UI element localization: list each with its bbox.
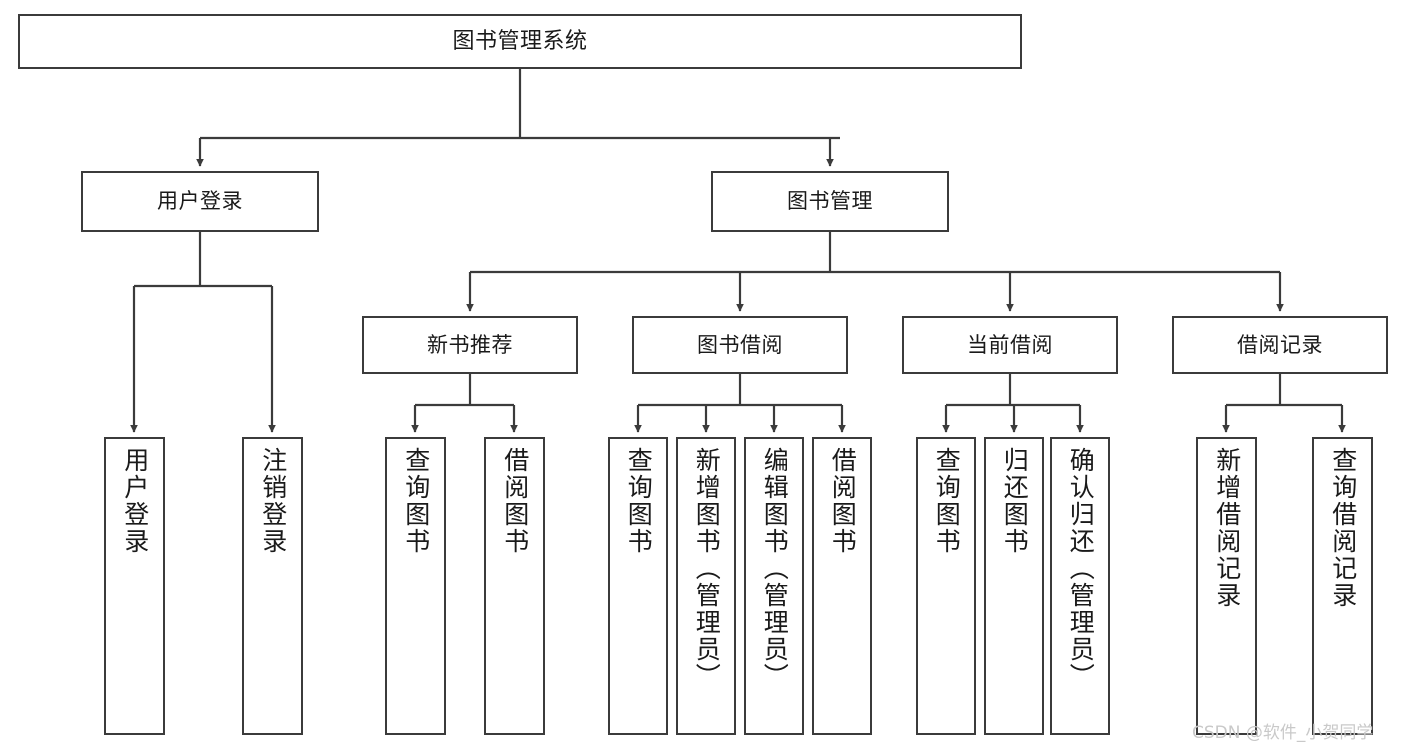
node-book-borrow-label: 图书借阅 <box>697 332 783 357</box>
node-new-book-rec-label: 新书推荐 <box>427 332 513 357</box>
node-book-manage[interactable]: 图书管理 <box>711 171 949 232</box>
node-leaf-add-record[interactable]: 新增借阅记录 <box>1196 437 1257 735</box>
node-leaf-query-book-1[interactable]: 查询图书 <box>385 437 446 735</box>
node-user-login-label: 用户登录 <box>157 189 243 214</box>
node-leaf-edit-book-label: 编辑图书（管理员） <box>760 447 790 690</box>
node-leaf-query-book-3-label: 查询图书 <box>932 447 962 555</box>
node-leaf-query-book-1-label: 查询图书 <box>401 447 431 555</box>
node-leaf-query-book-2-label: 查询图书 <box>624 447 654 555</box>
node-leaf-query-book-2[interactable]: 查询图书 <box>608 437 668 735</box>
node-borrow-record-label: 借阅记录 <box>1237 332 1323 357</box>
node-leaf-borrow-book-2-label: 借阅图书 <box>828 447 858 555</box>
node-borrow-record[interactable]: 借阅记录 <box>1172 316 1388 374</box>
node-leaf-user-login-label: 用户登录 <box>120 447 150 555</box>
node-new-book-rec[interactable]: 新书推荐 <box>362 316 578 374</box>
node-leaf-borrow-book-2[interactable]: 借阅图书 <box>812 437 872 735</box>
node-leaf-borrow-book-1[interactable]: 借阅图书 <box>484 437 545 735</box>
node-leaf-query-record-label: 查询借阅记录 <box>1328 447 1358 609</box>
node-user-login[interactable]: 用户登录 <box>81 171 319 232</box>
node-leaf-user-logout-label: 注销登录 <box>258 447 288 555</box>
csdn-watermark: CSDN @软件_小贺同学 <box>1192 723 1374 743</box>
node-leaf-add-record-label: 新增借阅记录 <box>1212 447 1242 609</box>
node-leaf-add-book[interactable]: 新增图书（管理员） <box>676 437 736 735</box>
node-root[interactable]: 图书管理系统 <box>18 14 1022 69</box>
node-leaf-confirm-return-label: 确认归还（管理员） <box>1066 447 1096 690</box>
node-leaf-user-login[interactable]: 用户登录 <box>104 437 165 735</box>
node-leaf-return-book-label: 归还图书 <box>1000 447 1030 555</box>
node-leaf-add-book-label: 新增图书（管理员） <box>692 447 722 690</box>
node-book-manage-label: 图书管理 <box>787 189 873 214</box>
node-leaf-user-logout[interactable]: 注销登录 <box>242 437 303 735</box>
node-current-borrow-label: 当前借阅 <box>967 332 1053 357</box>
node-book-borrow[interactable]: 图书借阅 <box>632 316 848 374</box>
node-leaf-confirm-return[interactable]: 确认归还（管理员） <box>1050 437 1110 735</box>
node-leaf-edit-book[interactable]: 编辑图书（管理员） <box>744 437 804 735</box>
node-current-borrow[interactable]: 当前借阅 <box>902 316 1118 374</box>
node-leaf-borrow-book-1-label: 借阅图书 <box>500 447 530 555</box>
node-leaf-query-book-3[interactable]: 查询图书 <box>916 437 976 735</box>
node-leaf-query-record[interactable]: 查询借阅记录 <box>1312 437 1373 735</box>
node-leaf-return-book[interactable]: 归还图书 <box>984 437 1044 735</box>
node-root-label: 图书管理系统 <box>452 28 588 54</box>
